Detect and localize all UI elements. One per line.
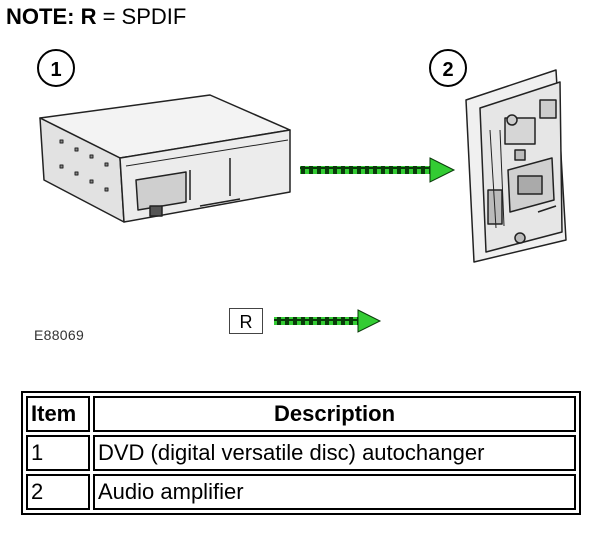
header-description: Description: [93, 396, 576, 432]
callout-2-number: 2: [442, 59, 453, 81]
table-header-row: Item Description: [26, 396, 576, 432]
note-text: = SPDIF: [102, 4, 187, 29]
figure-id: E88069: [34, 327, 85, 343]
row-item-number: 1: [26, 435, 90, 471]
legend-symbol-box: R: [229, 308, 263, 334]
diagram-illustration: 1 2: [37, 49, 567, 333]
note-symbol: R: [80, 4, 97, 29]
callout-1-number: 1: [50, 59, 61, 81]
callout-2: 2: [429, 49, 467, 87]
row-description: DVD (digital versatile disc) autochanger: [93, 435, 576, 471]
row-description: Audio amplifier: [93, 474, 576, 510]
dvd-autochanger-illustration: [39, 94, 291, 223]
table-row: 2 Audio amplifier: [26, 474, 576, 510]
audio-amplifier-illustration: [465, 69, 567, 263]
signal-arrow-1-to-2: [300, 157, 456, 183]
row-item-number: 2: [26, 474, 90, 510]
header-item: Item: [26, 396, 90, 432]
item-description-table: Item Description 1 DVD (digital versatil…: [21, 391, 581, 515]
legend-arrow: [274, 309, 382, 333]
table-row: 1 DVD (digital versatile disc) autochang…: [26, 435, 576, 471]
callout-1: 1: [37, 49, 75, 87]
note-line: NOTE: R = SPDIF: [6, 4, 186, 30]
note-label: NOTE:: [6, 4, 75, 29]
